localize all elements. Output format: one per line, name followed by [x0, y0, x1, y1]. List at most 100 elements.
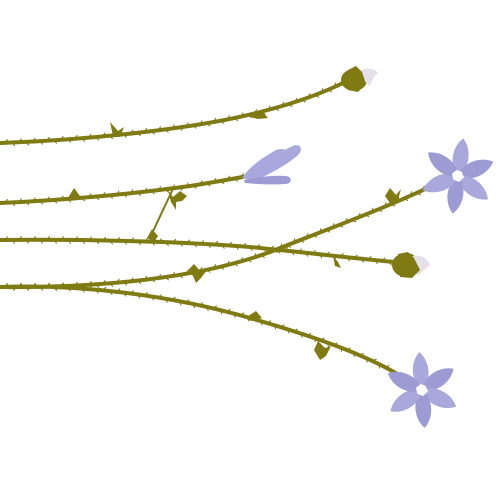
- stem-hair: [151, 297, 154, 301]
- stem-hair: [206, 308, 209, 312]
- stem-hair: [423, 185, 425, 189]
- stem-hair: [291, 252, 295, 256]
- stem-upper-flower: [0, 176, 450, 290]
- stem-hair: [276, 108, 279, 111]
- stem-hair: [40, 142, 44, 145]
- stem-hair: [207, 123, 211, 127]
- stem-hair: [293, 238, 296, 242]
- stem-hair: [5, 236, 8, 239]
- leaf: [188, 264, 207, 283]
- stem-hair: [227, 175, 231, 179]
- stem-hair: [288, 245, 292, 248]
- flower-petal: [422, 368, 454, 391]
- stem-hair: [54, 287, 58, 291]
- leaf: [68, 188, 80, 198]
- stem-hair: [145, 275, 148, 279]
- stem-hair: [308, 93, 311, 97]
- stem-hair: [12, 203, 16, 207]
- stem-hair: [47, 136, 50, 140]
- stem-hair: [166, 130, 169, 133]
- stem-hair: [382, 257, 386, 260]
- stem-hair: [353, 220, 357, 223]
- stem-hair: [75, 281, 78, 285]
- stems-group: [0, 80, 450, 384]
- stem-hair: [26, 240, 30, 244]
- stem-hair: [124, 135, 127, 138]
- bud-top: [341, 66, 378, 92]
- stem-hair: [82, 289, 85, 293]
- stem-hair: [354, 254, 358, 258]
- stem-hair: [366, 215, 370, 218]
- leaf: [314, 341, 331, 360]
- stem-hair: [110, 196, 114, 199]
- stem-hair: [243, 242, 247, 246]
- stem-hair: [138, 133, 141, 137]
- stem-hair: [327, 343, 330, 347]
- stem-hair: [103, 279, 106, 283]
- stem-hair: [275, 250, 279, 253]
- stem-hair: [5, 198, 8, 202]
- stem-hair: [82, 286, 86, 289]
- stem-hair: [131, 277, 134, 281]
- stem-hair: [96, 197, 100, 201]
- stem-hair: [131, 237, 135, 241]
- stem-hair: [332, 223, 335, 227]
- stem-hair: [152, 242, 155, 246]
- stem-hair: [179, 302, 182, 306]
- stem-hair: [5, 283, 8, 286]
- stem-hair: [241, 173, 244, 177]
- stem-hair: [236, 247, 239, 250]
- stem-hair: [152, 191, 155, 195]
- stem-hair: [75, 134, 78, 138]
- stem-hair: [405, 198, 409, 201]
- stem-hair: [103, 286, 107, 290]
- stem-hair: [194, 244, 197, 248]
- stem-hair: [159, 238, 163, 241]
- stem-hair: [340, 253, 344, 256]
- bell-petal-top: [250, 145, 301, 180]
- stem-hair: [214, 305, 217, 308]
- stem-hair: [329, 90, 333, 93]
- stem-hair: [378, 365, 381, 369]
- stem-hair: [166, 190, 169, 193]
- stem-hair: [172, 296, 176, 300]
- stem-hair: [316, 95, 320, 98]
- stem-hair: [124, 293, 127, 297]
- stem-hair: [280, 243, 283, 247]
- stem-hair: [138, 242, 141, 246]
- bud-middle: [392, 252, 430, 278]
- flower-lower-right: [387, 352, 457, 428]
- stem-hair: [68, 240, 71, 244]
- bud-top-sepal: [348, 66, 366, 92]
- stem-hair: [166, 243, 169, 247]
- stem-hair: [268, 320, 272, 323]
- stem-hair: [89, 236, 93, 240]
- stem-hair: [392, 204, 396, 207]
- stem-hair: [103, 132, 106, 136]
- stem-middle-bud: [0, 237, 397, 264]
- stem-hair: [410, 191, 413, 195]
- stem-hair: [255, 109, 258, 113]
- stem-hair: [33, 282, 37, 286]
- stem-hair: [54, 200, 58, 204]
- stem-hair: [257, 244, 261, 247]
- leaf: [110, 122, 124, 137]
- stem-hair: [267, 248, 270, 252]
- stem-hair: [281, 324, 285, 327]
- stem-hair: [389, 262, 392, 266]
- stem-hair: [124, 194, 127, 198]
- stem-hair: [117, 237, 121, 240]
- leaf: [250, 111, 268, 119]
- flower-petal: [415, 390, 432, 428]
- stem-hair: [179, 188, 183, 191]
- stem-hair: [299, 248, 302, 252]
- stem-hair: [47, 236, 51, 239]
- stem-hair: [384, 202, 387, 206]
- bell-petal-bottom: [244, 175, 291, 185]
- stem-hair: [386, 365, 390, 367]
- stem-hair: [138, 281, 142, 285]
- stem-hair: [89, 193, 92, 197]
- stem-hair: [152, 132, 155, 135]
